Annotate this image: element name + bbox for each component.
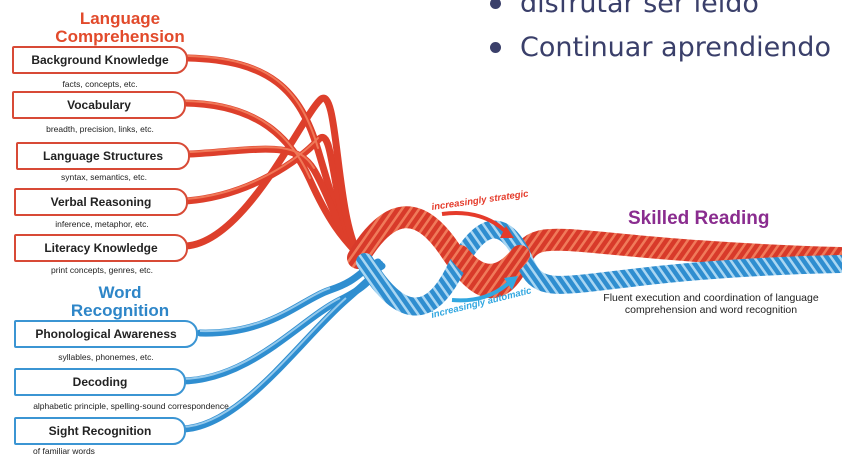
strand-sub: of familiar words xyxy=(33,446,95,456)
strand-box-phonological-awareness: Phonological Awareness xyxy=(14,320,198,348)
strand-box-literacy-knowledge: Literacy Knowledge xyxy=(14,234,188,262)
strand-sub: print concepts, genres, etc. xyxy=(50,265,154,275)
strategic-arrowhead-icon xyxy=(500,226,514,238)
strand-language-structures xyxy=(186,145,366,262)
automatic-arrow-icon xyxy=(451,280,512,303)
strategic-arrow-icon xyxy=(441,211,508,234)
bullet-item: Continuar aprendiendo xyxy=(488,26,842,70)
automatic-arrowhead-icon xyxy=(504,276,518,290)
bullet-list: disfrutar ser leído Continuar aprendiend… xyxy=(488,0,842,70)
strand-sub: alphabetic principle, spelling-sound cor… xyxy=(33,401,229,411)
strand-label: Verbal Reasoning xyxy=(50,195,152,209)
strand-label: Background Knowledge xyxy=(31,53,169,67)
strand-box-background-knowledge: Background Knowledge xyxy=(12,46,188,74)
bullet-item: disfrutar ser leído xyxy=(488,0,842,26)
bullet-text: disfrutar ser leído xyxy=(520,0,759,19)
bullet-dot-icon xyxy=(490,42,501,53)
strand-label: Sight Recognition xyxy=(48,424,152,438)
strand-sub: syntax, semantics, etc. xyxy=(61,172,147,182)
strand-verbal-reasoning xyxy=(182,133,366,264)
strand-label: Phonological Awareness xyxy=(35,327,177,341)
strand-sub: inference, metaphor, etc. xyxy=(55,219,149,229)
language-strand-highlights xyxy=(183,55,319,200)
strand-sub: facts, concepts, etc. xyxy=(62,79,138,89)
skilled-reading-title: Skilled Reading xyxy=(628,208,770,229)
strand-label: Language Structures xyxy=(42,149,164,163)
strand-box-sight-recognition: Sight Recognition xyxy=(14,417,186,445)
skilled-reading-description: Fluent execution and coordination of lan… xyxy=(603,292,819,316)
strand-box-verbal-reasoning: Verbal Reasoning xyxy=(14,188,188,216)
strand-literacy-knowledge xyxy=(182,94,368,266)
strategic-label: increasingly strategic xyxy=(431,188,530,213)
strand-sub: breadth, precision, links, etc. xyxy=(46,124,154,134)
strand-sub: syllables, phonemes, etc. xyxy=(58,352,154,362)
bullet-dot-icon xyxy=(490,0,501,9)
bullet-text: Continuar aprendiendo xyxy=(520,32,831,63)
word-strand-highlights xyxy=(181,287,347,428)
strand-box-decoding: Decoding xyxy=(14,368,186,396)
strand-label: Decoding xyxy=(72,375,128,389)
strand-box-language-structures: Language Structures xyxy=(16,142,190,170)
strand-label: Literacy Knowledge xyxy=(44,241,158,255)
strand-box-vocabulary: Vocabulary xyxy=(12,91,186,119)
strand-label: Vocabulary xyxy=(67,98,131,112)
language-strands xyxy=(180,54,368,266)
